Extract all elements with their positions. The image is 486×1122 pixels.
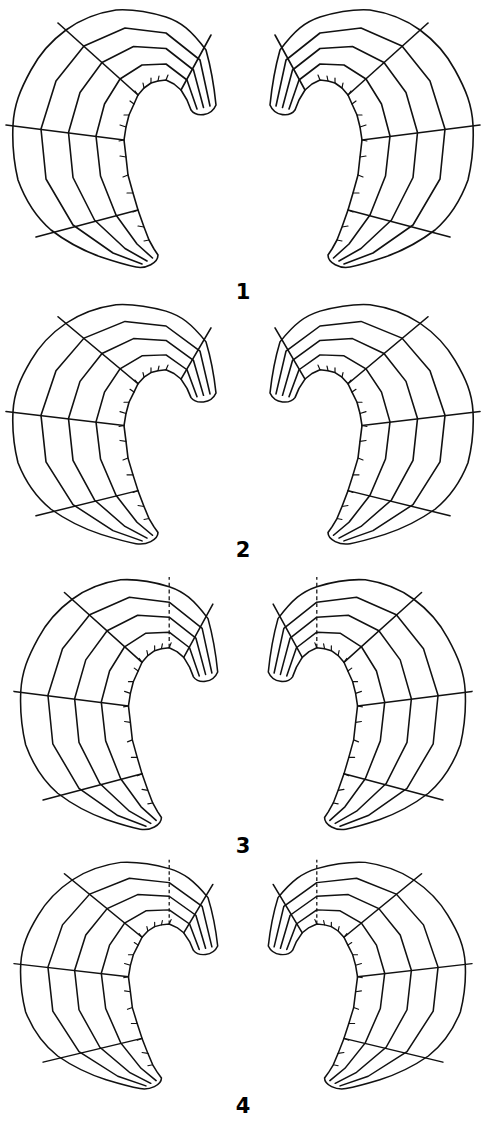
figure-number: 2 [236, 540, 251, 561]
pair-1 [6, 10, 480, 268]
pair-4 [14, 860, 472, 1089]
pair-3 [14, 577, 472, 830]
figure-number: 1 [236, 282, 251, 303]
figure-number: 3 [236, 836, 251, 857]
figure-number: 4 [236, 1096, 251, 1117]
pair-2 [6, 304, 480, 544]
